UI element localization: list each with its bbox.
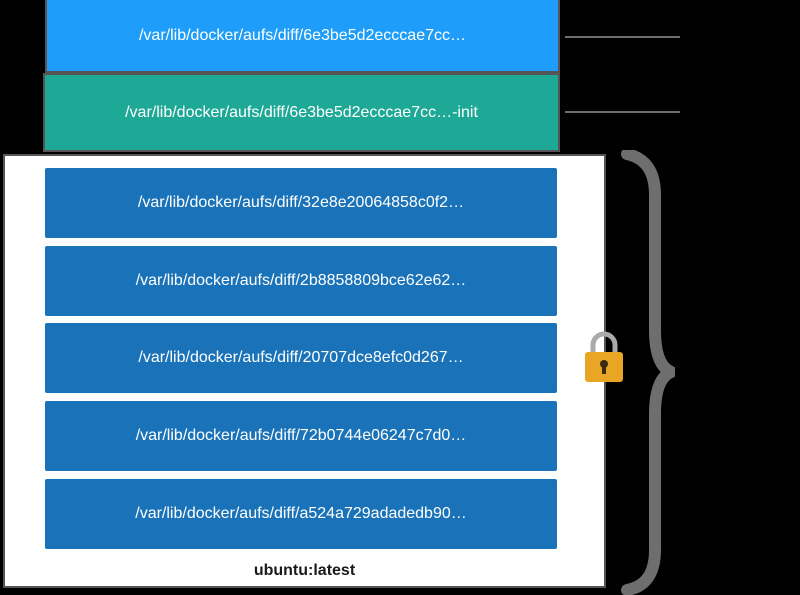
image-layer: /var/lib/docker/aufs/diff/2b8858809bce62…	[45, 246, 557, 316]
image-layer: /var/lib/docker/aufs/diff/32e8e20064858c…	[45, 168, 557, 238]
curly-brace-icon	[621, 150, 675, 595]
image-layer-label: /var/lib/docker/aufs/diff/a524a729adaded…	[135, 505, 467, 522]
init-layer-pointer-line	[565, 111, 680, 113]
lock-icon	[585, 331, 623, 382]
container-rw-layer-label: /var/lib/docker/aufs/diff/6e3be5d2ecccae…	[138, 26, 466, 44]
image-layer: /var/lib/docker/aufs/diff/72b0744e06247c…	[45, 401, 557, 471]
image-layer: /var/lib/docker/aufs/diff/20707dce8efc0d…	[45, 323, 557, 393]
image-layer-label: /var/lib/docker/aufs/diff/72b0744e06247c…	[135, 427, 467, 444]
image-layer-label: /var/lib/docker/aufs/diff/2b8858809bce62…	[135, 272, 467, 289]
image-layer: /var/lib/docker/aufs/diff/a524a729adaded…	[45, 479, 557, 549]
rw-layer-pointer-line	[565, 36, 680, 38]
image-layer-label: /var/lib/docker/aufs/diff/20707dce8efc0d…	[138, 349, 464, 366]
init-layer-label: /var/lib/docker/aufs/diff/6e3be5d2ecccae…	[125, 103, 478, 121]
container-rw-layer: /var/lib/docker/aufs/diff/6e3be5d2ecccae…	[45, 0, 560, 73]
image-name-label: ubuntu:latest	[253, 562, 356, 579]
init-layer: /var/lib/docker/aufs/diff/6e3be5d2ecccae…	[43, 73, 560, 152]
image-layer-label: /var/lib/docker/aufs/diff/32e8e20064858c…	[137, 194, 465, 211]
